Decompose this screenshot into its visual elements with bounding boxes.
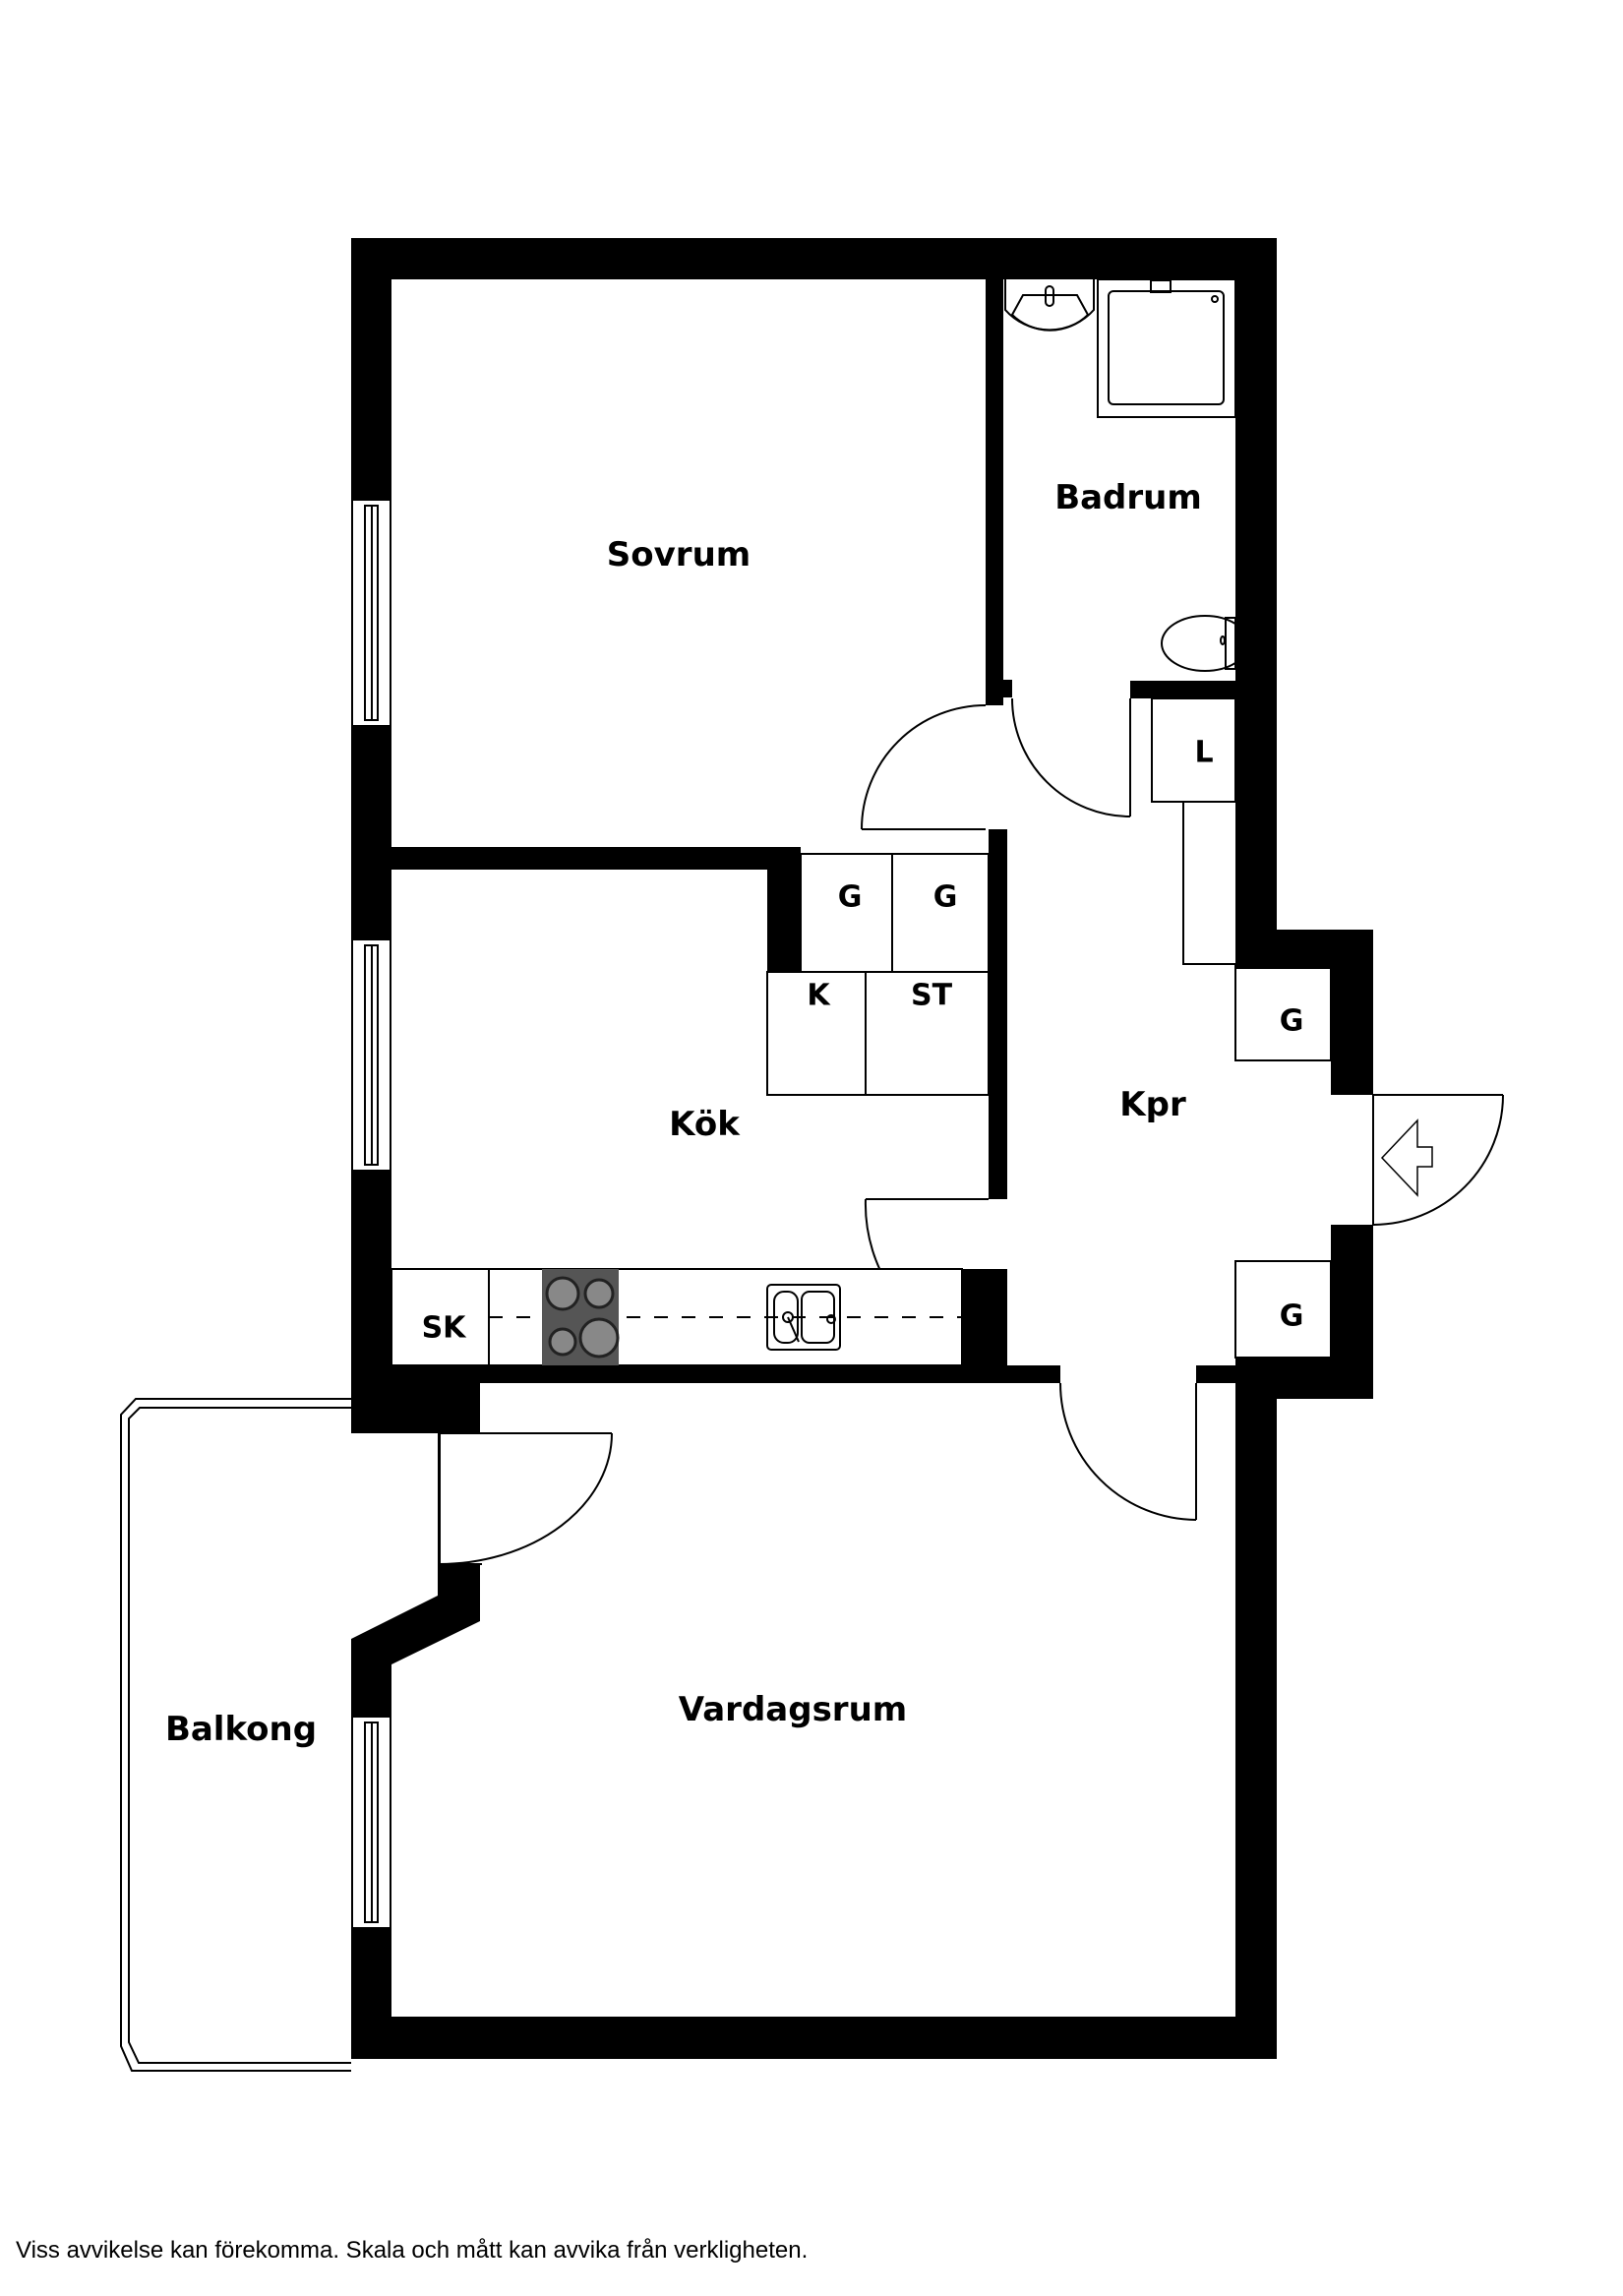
windows xyxy=(351,499,391,1929)
disclaimer-text: Viss avvikelse kan förekomma. Skala och … xyxy=(16,2237,809,2264)
door-vardagsrum xyxy=(1059,1382,1197,1521)
window-sovrum xyxy=(351,499,391,727)
room-label-sovrum: Sovrum xyxy=(606,535,751,574)
door-sovrum xyxy=(861,704,987,830)
storage-label-g1: G xyxy=(837,879,863,915)
room-label-badrum: Badrum xyxy=(1054,478,1202,517)
window-vardagsrum xyxy=(351,1716,391,1929)
kitchen-counter xyxy=(391,1268,963,1366)
storage-label-st: ST xyxy=(910,978,953,1013)
room-label-kpr: Kpr xyxy=(1119,1085,1186,1124)
sink-icon xyxy=(766,1284,841,1351)
bathroom-fixtures xyxy=(1004,278,1249,672)
storage-label-k: K xyxy=(807,978,830,1013)
storage-label-g-hall-lower: G xyxy=(1279,1299,1304,1334)
walls xyxy=(351,238,1373,2059)
room-label-vardagsrum: Vardagsrum xyxy=(678,1690,908,1729)
entrance-arrow-icon xyxy=(1380,1118,1433,1197)
washbasin-icon xyxy=(1004,279,1095,332)
door-balkong xyxy=(438,1432,613,1565)
stove-icon xyxy=(542,1269,620,1365)
window-kok xyxy=(351,938,391,1172)
toilet-icon xyxy=(1161,615,1249,672)
shower-icon xyxy=(1097,278,1236,418)
storage-boxes xyxy=(766,697,1332,1359)
doors xyxy=(438,697,1504,1565)
storage-label-l: L xyxy=(1194,735,1214,770)
door-badrum xyxy=(1011,697,1131,817)
balcony-railing xyxy=(120,1398,351,2072)
storage-label-sk: SK xyxy=(421,1310,466,1346)
storage-label-g-hall-upper: G xyxy=(1279,1003,1304,1039)
door-entrance xyxy=(1372,1094,1504,1226)
room-label-kok: Kök xyxy=(669,1105,740,1144)
storage-label-g2: G xyxy=(932,879,958,915)
room-label-balkong: Balkong xyxy=(164,1710,318,1749)
